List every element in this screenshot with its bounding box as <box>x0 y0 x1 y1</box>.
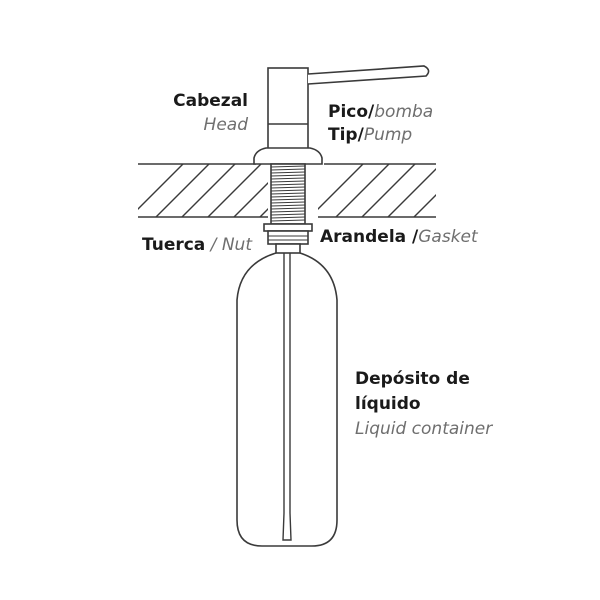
gasket <box>263 223 313 232</box>
container-label-en: Liquid container <box>355 419 493 439</box>
bottle-neck <box>275 243 301 254</box>
head-label: Cabezal <box>173 91 248 111</box>
nut <box>267 230 309 245</box>
container-label-line2: líquido <box>355 394 421 414</box>
spout <box>307 65 430 85</box>
flange-collar <box>253 147 323 165</box>
tip-label: Pico/bomba <box>328 102 434 122</box>
countertop-hatching-left <box>138 164 268 217</box>
countertop <box>138 163 436 218</box>
container-label-line1: Depósito de <box>355 369 470 389</box>
pump-label: Tip/Pump <box>328 125 413 145</box>
threaded-shank <box>270 163 306 225</box>
head-label-en: Head <box>203 115 248 135</box>
liquid-container <box>236 252 338 547</box>
gasket-label: Arandela /Gasket <box>320 227 478 247</box>
dip-tube <box>282 253 292 541</box>
countertop-hatching-right <box>318 164 436 217</box>
pump-head <box>267 67 309 151</box>
nut-label: Tuerca / Nut <box>141 235 252 255</box>
